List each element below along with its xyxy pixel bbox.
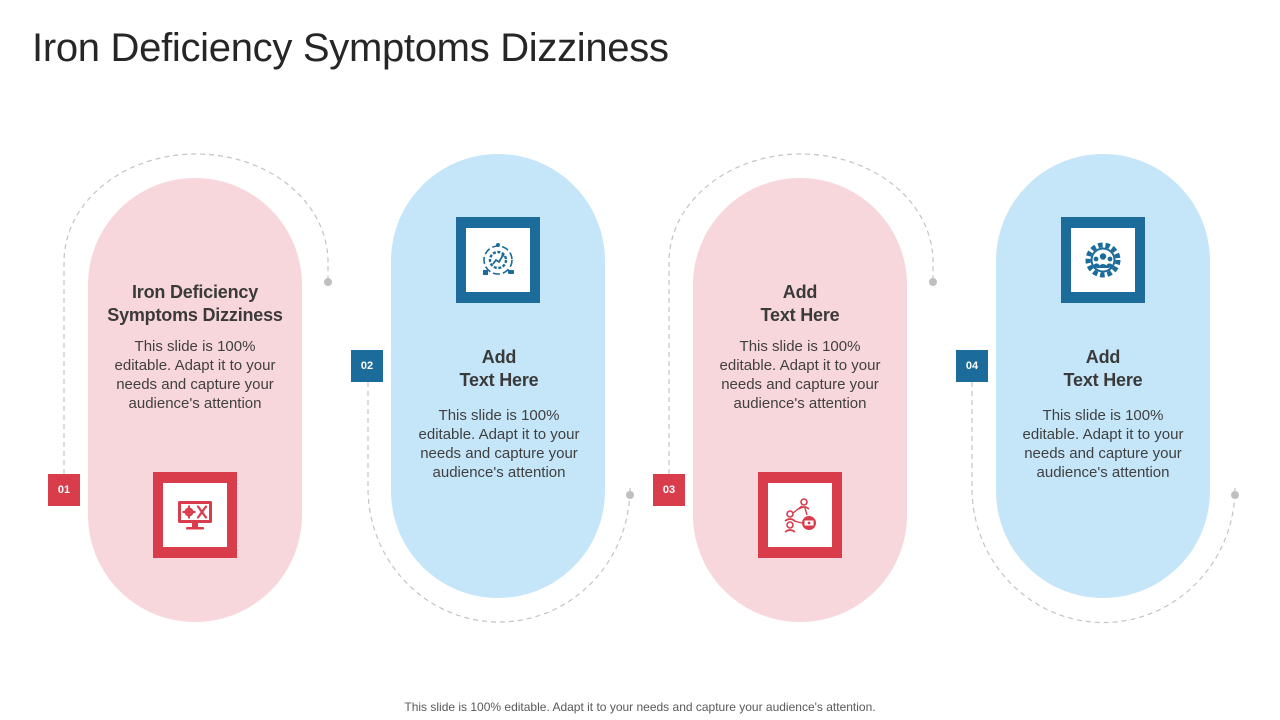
team-gear-icon — [1085, 242, 1121, 278]
connector-arc-4 — [971, 382, 1236, 624]
card-3-title: Add Text Here — [760, 282, 840, 325]
card-4-icon-box — [1061, 217, 1145, 303]
card-1-description: This slide is 100% editable. Adapt it to… — [114, 338, 276, 412]
connector-dot-2 — [626, 491, 634, 499]
card-4-title: Add Text Here — [1063, 347, 1143, 390]
card-2-number-badge: 02 — [351, 350, 383, 382]
card-1-icon-box — [153, 472, 237, 558]
growth-gear-cycle-icon — [483, 243, 514, 275]
connector-arc-2 — [367, 382, 631, 623]
card-4-number-badge: 04 — [956, 350, 988, 382]
card-1-number-badge: 01 — [48, 474, 80, 506]
connector-dot-3 — [929, 278, 937, 286]
connector-arc-1 — [63, 153, 329, 474]
connector-arc-3 — [668, 153, 934, 474]
card-2-description: This slide is 100% editable. Adapt it to… — [418, 407, 580, 481]
connector-dot-4 — [1231, 491, 1239, 499]
card-3-description: This slide is 100% editable. Adapt it to… — [719, 338, 881, 412]
page-title: Iron Deficiency Symptoms Dizziness — [32, 26, 669, 70]
card-3-number-badge: 03 — [653, 474, 685, 506]
card-4-description: This slide is 100% editable. Adapt it to… — [1022, 407, 1184, 481]
people-money-network-icon — [784, 498, 816, 533]
connector-dot-1 — [324, 278, 332, 286]
card-1-title: Iron Deficiency Symptoms Dizziness — [107, 282, 283, 325]
monitor-settings-tools-icon — [178, 501, 212, 530]
footer-note: This slide is 100% editable. Adapt it to… — [404, 700, 876, 714]
card-3-icon-box — [758, 472, 842, 558]
card-2-title: Add Text Here — [459, 347, 539, 390]
card-2-icon-box — [456, 217, 540, 303]
